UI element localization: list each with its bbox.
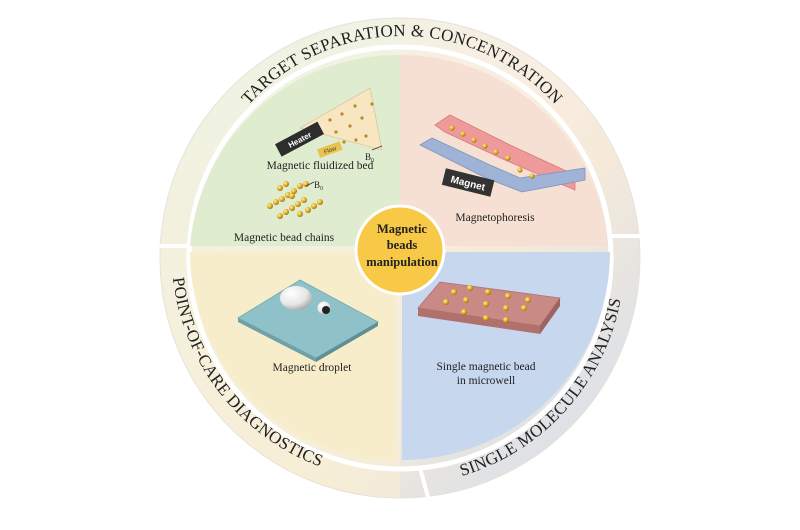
magnetophoresis-illustration: Magnet [419, 114, 586, 197]
label-magnetic-bead-chains: Magnetic bead chains [234, 232, 335, 244]
label-single-bead-line1: Single magnetic bead [437, 361, 536, 373]
label-single-bead-line2: in microwell [457, 375, 515, 387]
microwell-illustration [417, 281, 561, 334]
center-line3: manipulation [366, 255, 438, 269]
quadrant-bottom-right [402, 252, 610, 460]
label-magnetic-droplet: Magnetic droplet [273, 362, 353, 374]
flow-tag: Flow [323, 146, 338, 156]
magnetic-droplet-illustration [237, 279, 379, 362]
center-line1: Magnetic [377, 222, 427, 236]
field-label-upper: B₀ [365, 152, 374, 162]
quadrant-bottom-left [189, 252, 396, 460]
label-magnetophoresis: Magnetophoresis [455, 212, 535, 224]
field-label-lower: B₀ [314, 180, 323, 190]
center-line2: beads [387, 238, 418, 252]
magnet-block: Magnet [441, 168, 495, 197]
label-magnetic-fluidized-bed: Magnetic fluidized bed [267, 160, 374, 172]
droplet-body [280, 286, 312, 310]
flow-block: Flow [317, 141, 343, 158]
fluidized-bed-illustration: Heater Flow B₀ [275, 87, 383, 162]
center-circle: Magnetic beads manipulation [354, 204, 446, 296]
bead-chains-illustration: B₀ [267, 180, 323, 219]
